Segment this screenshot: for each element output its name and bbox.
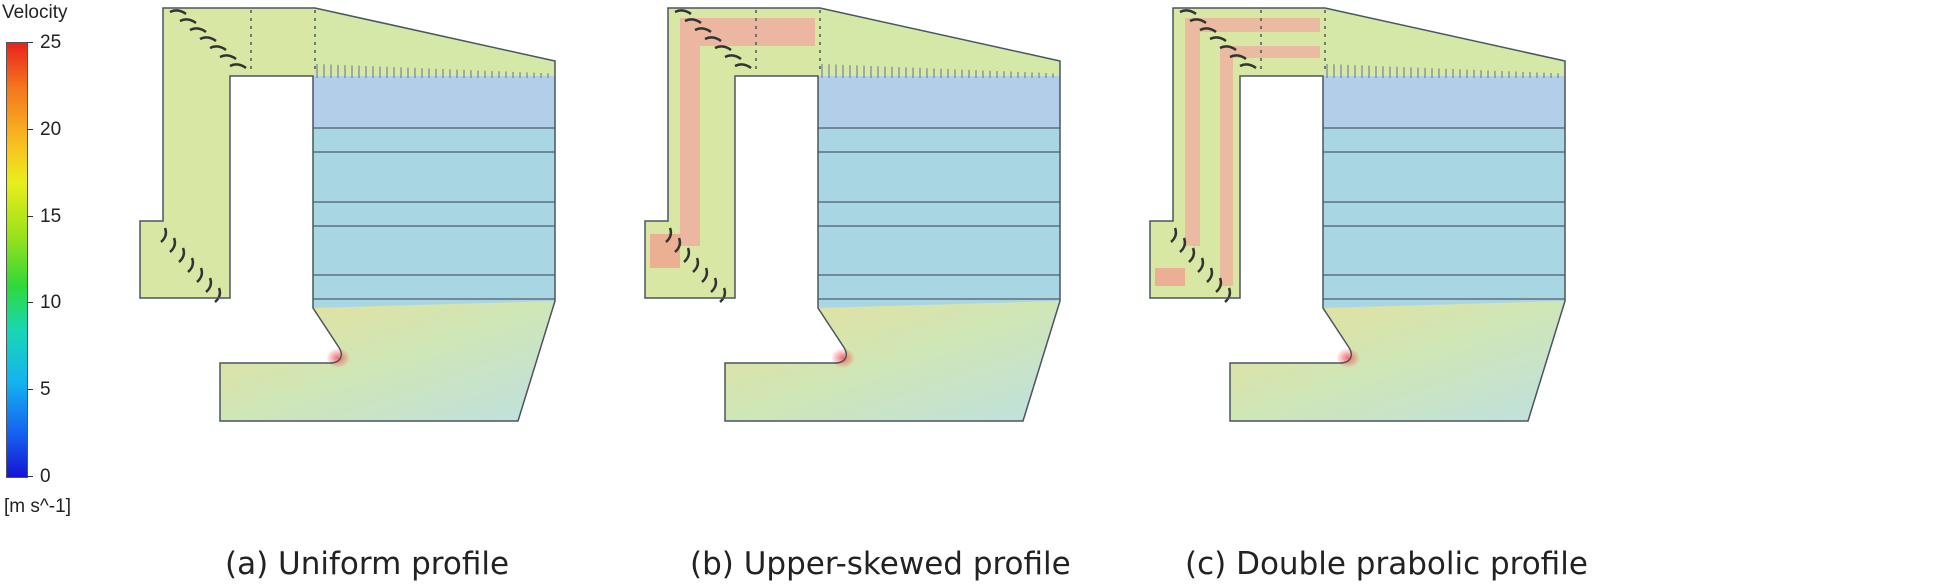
lower-duct-region (1230, 301, 1565, 421)
turning-vane (209, 45, 227, 52)
turning-vane (734, 63, 752, 70)
turning-vane (1219, 45, 1237, 52)
lower-duct-region (220, 301, 555, 421)
turning-vane (1179, 237, 1187, 253)
turning-vane (1197, 257, 1205, 273)
turning-vane (1239, 63, 1257, 70)
turning-vane (665, 227, 673, 243)
turning-vane (1229, 54, 1247, 61)
turning-vane (1189, 18, 1207, 25)
colorbar-tick (27, 215, 33, 217)
turning-vane (704, 36, 722, 43)
turning-vane (1215, 277, 1223, 293)
turning-vane (1206, 267, 1214, 283)
turning-vane (701, 267, 709, 283)
turning-vane (1179, 9, 1197, 16)
turning-vane (1199, 27, 1217, 34)
turning-vane (710, 277, 718, 293)
inlet-duct-region (140, 8, 315, 298)
turning-vane (1170, 227, 1178, 243)
caption-a: (a) Uniform profile (225, 546, 510, 582)
high-velocity-band (1185, 18, 1320, 246)
caption-b: (b) Upper-skewed profile (690, 546, 1071, 582)
turning-vane (694, 27, 712, 34)
flow-diagram-uniform (139, 7, 556, 422)
lower-duct-region (725, 301, 1060, 421)
turning-vane (674, 237, 682, 253)
colorbar-tick-label: 5 (40, 379, 51, 401)
high-velocity-band (1220, 46, 1320, 286)
flow-diagram-double-parabolic (1149, 7, 1566, 422)
turning-vane (692, 257, 700, 273)
caption-c: (c) Double prabolic profile (1185, 546, 1588, 582)
turning-vane (179, 18, 197, 25)
top-duct-region (313, 8, 555, 76)
colorbar-tick (27, 389, 33, 391)
colorbar (6, 42, 28, 478)
high-velocity-inlet (1155, 268, 1185, 286)
colorbar-tick (27, 128, 33, 130)
turning-vane (1209, 36, 1227, 43)
turning-vane (160, 227, 168, 243)
colorbar-tick (27, 42, 33, 43)
colorbar-tick (27, 302, 33, 304)
nozzle-hotspot (326, 348, 350, 368)
turning-vane (169, 9, 187, 16)
mixing-zone (313, 76, 555, 128)
colorbar-tick-label: 0 (40, 466, 51, 487)
turning-vane (219, 54, 237, 61)
turning-vane (1224, 287, 1232, 303)
turning-vane (169, 237, 177, 253)
colorbar-tick-label: 25 (40, 32, 62, 53)
furnace-outline (644, 7, 1061, 422)
turning-vane (683, 247, 691, 263)
turning-vane (229, 63, 247, 70)
top-duct-region (818, 8, 1060, 76)
mixing-zone (1323, 76, 1565, 128)
mixing-zone (818, 76, 1060, 128)
high-velocity-band (680, 18, 815, 246)
turning-vane (719, 287, 727, 303)
turning-vane (714, 45, 732, 52)
turning-vane (684, 18, 702, 25)
panel-upper-skewed (640, 6, 1200, 526)
legend-unit: [m s^-1] (4, 496, 71, 517)
turning-vane (189, 27, 207, 34)
turning-vane (214, 287, 222, 303)
turning-vane (199, 36, 217, 43)
turning-vane (1188, 247, 1196, 263)
turning-vane (205, 277, 213, 293)
nozzle-hotspot (1336, 348, 1360, 368)
furnace-outline (1149, 7, 1566, 422)
high-velocity-inlet (650, 234, 680, 268)
turning-vane (187, 257, 195, 273)
turning-vane (674, 9, 692, 16)
colorbar-tick (27, 476, 33, 477)
top-duct-region (1323, 8, 1565, 76)
legend-title: Velocity (2, 2, 68, 23)
colorbar-tick-label: 20 (40, 118, 62, 140)
nozzle-hotspot (831, 348, 855, 368)
panel-double-parabolic (1145, 6, 1705, 526)
turning-vane (196, 267, 204, 283)
colorbar-tick-label: 15 (40, 205, 62, 227)
panel-uniform (135, 6, 695, 526)
furnace-outline (139, 7, 556, 422)
turning-vane (178, 247, 186, 263)
turning-vane (724, 54, 742, 61)
flow-diagram-upper-skewed (644, 7, 1061, 422)
colorbar-tick-label: 10 (40, 292, 62, 314)
